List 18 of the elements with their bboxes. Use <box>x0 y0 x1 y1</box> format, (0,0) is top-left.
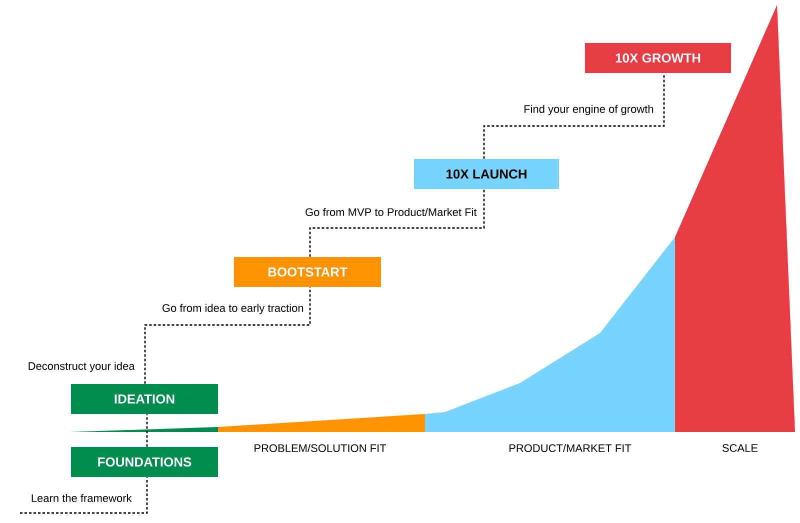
step-caption: Deconstruct your idea <box>28 362 135 372</box>
stage-box: FOUNDATIONS <box>71 447 218 477</box>
stage-box: IDEATION <box>71 384 218 414</box>
dotted-connector <box>483 73 665 159</box>
stage-box: BOOTSTART <box>234 257 381 287</box>
stage-box: 10X GROWTH <box>585 43 731 73</box>
stage-label: PRODUCT/MARKET FIT <box>510 444 632 452</box>
edge-label: Go from MVP to Product/Market Fit <box>304 206 478 218</box>
stage-box: 10X LAUNCH <box>414 159 559 189</box>
dotted-connector <box>309 189 485 257</box>
dotted-connector <box>144 287 311 384</box>
step-caption: Learn the framework <box>32 494 132 502</box>
stage-label: SCALE <box>722 444 758 452</box>
stage-label: PROBLEM/SOLUTION FIT <box>254 444 386 452</box>
edge-label: Find your engine of growth <box>522 104 655 116</box>
edge-label: Go from idea to early traction <box>160 302 305 316</box>
dotted-connector <box>20 477 148 514</box>
dotted-connector <box>146 414 148 447</box>
